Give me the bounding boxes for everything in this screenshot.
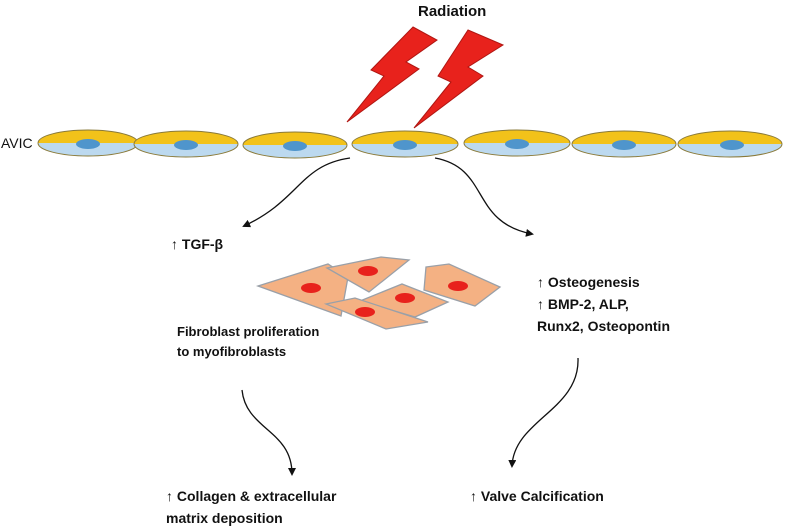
- lightning-bolt-left: [346, 26, 438, 123]
- fibroblast-caption-line2: to myofibroblasts: [177, 344, 287, 359]
- collagen-label-line2: matrix deposition: [166, 510, 283, 526]
- arrow-to-calcification: [508, 357, 579, 468]
- avic-cell: [351, 130, 459, 158]
- avic-cell-row: [37, 129, 783, 159]
- nucleus-icon: [395, 293, 415, 303]
- nucleus-icon: [355, 307, 375, 317]
- runx2-osteopontin-label: Runx2, Osteopontin: [537, 318, 670, 334]
- nucleus-icon: [720, 140, 744, 150]
- arrow-to-tgf-beta: [242, 157, 351, 228]
- avic-cell: [677, 130, 783, 158]
- nucleus-icon: [174, 140, 198, 150]
- collagen-label-line1: ↑ Collagen & extracellular: [166, 488, 337, 504]
- valve-calcification-label: ↑ Valve Calcification: [470, 488, 604, 504]
- fibroblast-cell: [325, 256, 411, 293]
- fibroblast-cell: [358, 283, 450, 318]
- avic-cell: [133, 130, 239, 158]
- nucleus-icon: [301, 283, 321, 293]
- fibroblast-caption-line1: Fibroblast proliferation: [177, 324, 320, 339]
- nucleus-icon: [448, 281, 468, 291]
- fibroblast-cell: [423, 263, 502, 307]
- fibroblast-cluster: [255, 256, 502, 330]
- arrow-to-collagen: [241, 389, 296, 476]
- nucleus-icon: [612, 140, 636, 150]
- nucleus-icon: [505, 139, 529, 149]
- avic-cell: [37, 129, 139, 157]
- radiation-label: Radiation: [418, 3, 487, 20]
- nucleus-icon: [283, 141, 307, 151]
- nucleus-icon: [76, 139, 100, 149]
- avic-label: AVIC: [1, 135, 33, 151]
- avic-cell: [242, 131, 348, 159]
- bmp2-alp-label: ↑ BMP-2, ALP,: [537, 296, 629, 312]
- arrow-to-osteogenesis: [434, 157, 534, 237]
- osteogenesis-label: ↑ Osteogenesis: [537, 274, 640, 290]
- nucleus-icon: [358, 266, 378, 276]
- nucleus-icon: [393, 140, 417, 150]
- tgf-beta-label: ↑ TGF-β: [171, 236, 224, 252]
- avic-cell: [571, 130, 677, 158]
- avic-cell: [463, 129, 571, 157]
- fibroblast-cell: [323, 297, 429, 330]
- lightning-bolt-right: [413, 29, 505, 129]
